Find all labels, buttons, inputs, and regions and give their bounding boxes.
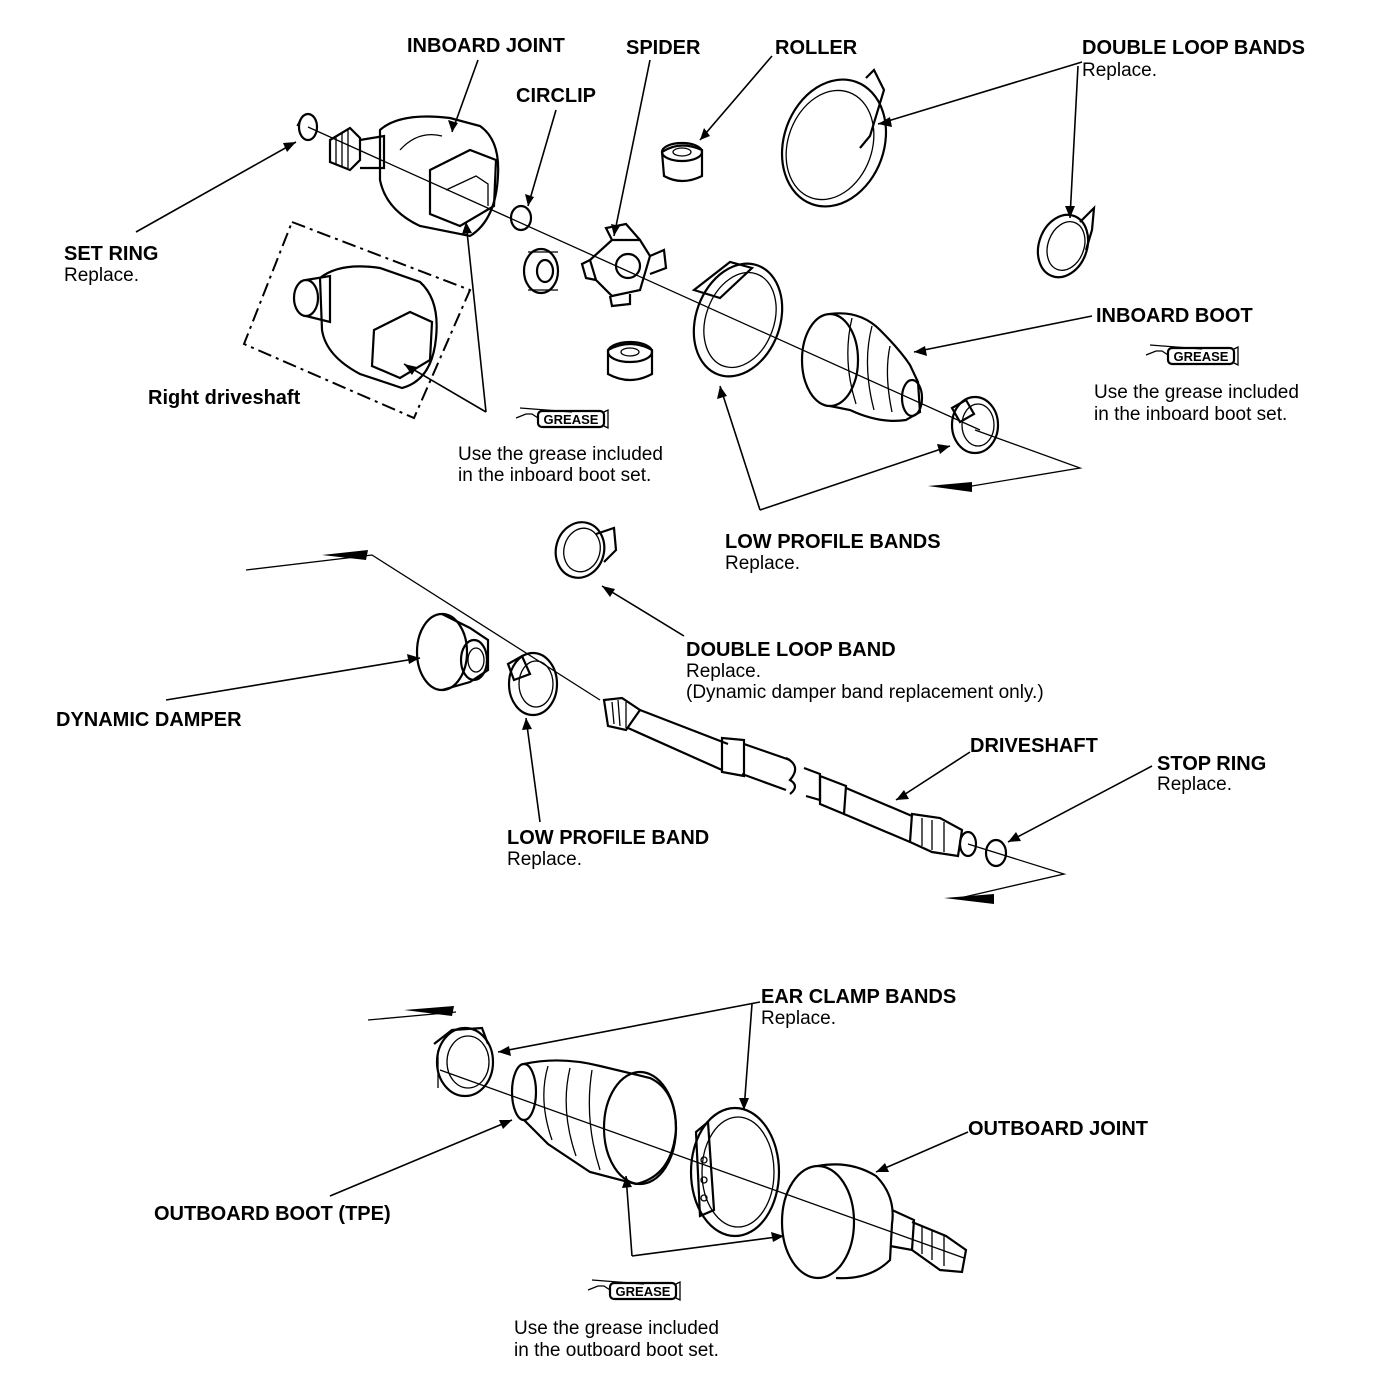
stop-ring-part (984, 838, 1008, 868)
double-loop-band-large (780, 68, 888, 208)
note-ear-clamp-bands: Replace. (761, 1008, 836, 1029)
note-set-ring: Replace. (64, 265, 139, 286)
centerline-outboard (367, 1011, 965, 1259)
note-grease-inboard-2: in the inboard boot set. (458, 465, 651, 486)
driveshaft-part (602, 696, 978, 858)
label-spider: SPIDER (626, 37, 701, 59)
note-stop-ring: Replace. (1157, 774, 1232, 795)
note-grease-outboard-1: Use the grease included (514, 1318, 719, 1339)
grease-tag-outboard: GREASE (616, 1284, 671, 1299)
label-dynamic-damper: DYNAMIC DAMPER (56, 709, 242, 731)
note-grease-boot-2: in the inboard boot set. (1094, 404, 1287, 425)
low-profile-band-large (691, 260, 784, 378)
break-line-middle (245, 554, 601, 701)
outboard-joint-part (780, 1163, 968, 1280)
outboard-boot-part (510, 1059, 678, 1186)
note-grease-boot-1: Use the grease included (1094, 382, 1299, 403)
roller-part-top (660, 141, 704, 183)
roller-part-bottom (606, 340, 654, 382)
grease-tag-inboard: GREASE (544, 412, 599, 427)
grease-tube-icon-boot: GREASE (1144, 343, 1240, 367)
label-driveshaft: DRIVESHAFT (970, 735, 1098, 757)
dynamic-damper-part (415, 612, 490, 692)
break-line-bottom (959, 843, 1067, 899)
label-low-profile-bands: LOW PROFILE BANDS (725, 531, 941, 553)
double-loop-band-damper (554, 521, 618, 579)
label-inboard-boot: INBOARD BOOT (1096, 305, 1253, 327)
note-grease-inboard-1: Use the grease included (458, 444, 663, 465)
break-arrow-top (928, 482, 972, 492)
break-arrow-outboard (404, 1006, 454, 1016)
right-driveshaft-inset (242, 220, 472, 420)
roller-part-left (522, 247, 560, 295)
note-low-profile-band: Replace. (507, 849, 582, 870)
label-double-loop-bands: DOUBLE LOOP BANDS (1082, 37, 1305, 59)
centerline-top (307, 126, 981, 431)
label-inboard-joint: INBOARD JOINT (407, 35, 565, 57)
label-circlip: CIRCLIP (516, 85, 596, 107)
low-profile-band-middle (506, 651, 559, 717)
set-ring-part (296, 112, 319, 142)
grease-tube-icon-inboard: GREASE (514, 406, 610, 430)
double-loop-band-small (1036, 205, 1096, 279)
break-arrow-middle (322, 550, 368, 560)
ear-clamp-band-small (433, 1026, 495, 1098)
note-double-loop-band-1: Replace. (686, 661, 761, 682)
label-roller: ROLLER (775, 37, 858, 59)
label-right-driveshaft: Right driveshaft (148, 387, 301, 409)
inboard-joint-part (328, 115, 500, 238)
leader-lines (135, 55, 1153, 1257)
low-profile-band-small-top (950, 395, 1000, 455)
grease-tube-icon-outboard: GREASE (586, 1278, 682, 1302)
break-line-top (959, 429, 1083, 489)
note-low-profile-bands: Replace. (725, 553, 800, 574)
ear-clamp-band-large (689, 1106, 781, 1238)
label-double-loop-band: DOUBLE LOOP BAND (686, 639, 896, 661)
label-set-ring: SET RING (64, 243, 158, 265)
note-double-loop-bands: Replace. (1082, 60, 1157, 81)
label-ear-clamp-bands: EAR CLAMP BANDS (761, 986, 956, 1008)
label-outboard-joint: OUTBOARD JOINT (968, 1118, 1148, 1140)
spider-part (580, 222, 668, 308)
inboard-boot-part (800, 312, 924, 422)
label-low-profile-band: LOW PROFILE BAND (507, 827, 709, 849)
note-double-loop-band-2: (Dynamic damper band replacement only.) (686, 682, 1044, 703)
label-outboard-boot: OUTBOARD BOOT (TPE) (154, 1203, 391, 1225)
grease-tag-boot: GREASE (1174, 349, 1229, 364)
break-arrow-bottom (944, 894, 994, 904)
label-stop-ring: STOP RING (1157, 753, 1266, 775)
note-grease-outboard-2: in the outboard boot set. (514, 1340, 719, 1361)
